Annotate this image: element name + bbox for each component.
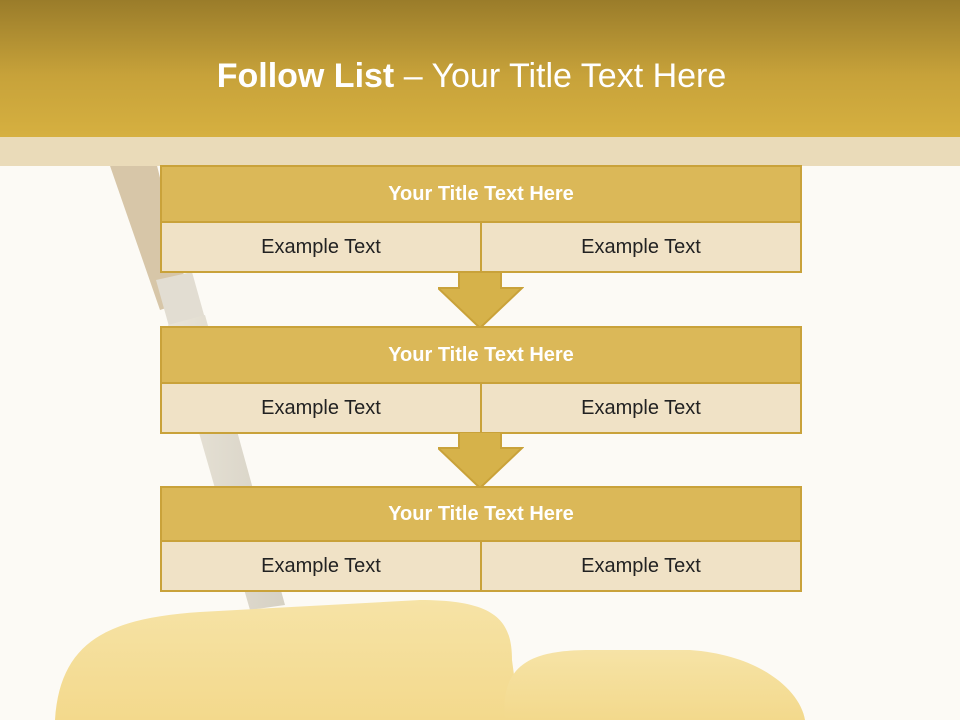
- slide-title-bold: Follow List: [216, 57, 395, 95]
- flow-step-left-text: Example Text: [162, 384, 480, 432]
- flow-step-title: Your Title Text Here: [160, 486, 802, 542]
- flow-step-row: Example Text Example Text: [160, 384, 802, 434]
- flow-step-right-text: Example Text: [480, 223, 800, 271]
- down-arrow-icon: [438, 272, 524, 330]
- flow-step-left-text: Example Text: [162, 542, 480, 590]
- down-arrow-icon: [438, 432, 524, 490]
- flow-step-title: Your Title Text Here: [160, 165, 802, 223]
- header-band: [0, 137, 960, 166]
- flow-step-right-text: Example Text: [480, 542, 800, 590]
- flow-step-2: Your Title Text Here Example Text Exampl…: [160, 326, 802, 434]
- header-bar: Follow List – Your Title Text Here: [0, 0, 960, 137]
- flow-step-left-text: Example Text: [162, 223, 480, 271]
- flow-step-title: Your Title Text Here: [160, 326, 802, 384]
- flow-step-row: Example Text Example Text: [160, 223, 802, 273]
- slide-title-rest: – Your Title Text Here: [394, 57, 727, 95]
- flow-step-right-text: Example Text: [480, 384, 800, 432]
- flow-step-row: Example Text Example Text: [160, 542, 802, 592]
- flow-step-3: Your Title Text Here Example Text Exampl…: [160, 486, 802, 592]
- slide-title: Follow List – Your Title Text Here: [0, 52, 943, 100]
- flow-step-1: Your Title Text Here Example Text Exampl…: [160, 165, 802, 273]
